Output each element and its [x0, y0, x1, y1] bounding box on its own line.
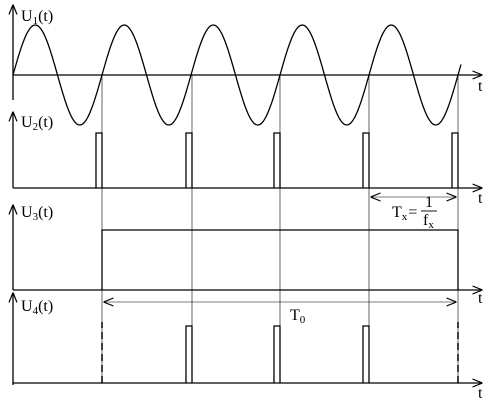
u3-t-label: t: [478, 290, 483, 307]
time-axes: [13, 75, 482, 383]
t0-dimension: T0: [104, 302, 456, 326]
tx-denominator: fx: [423, 212, 434, 231]
u4-t-label: t: [478, 385, 483, 402]
time-labels: t t t t: [478, 78, 483, 402]
u4-pulses: [101, 322, 459, 383]
u2-label: U2(t): [21, 114, 53, 133]
u3-label: U3(t): [21, 204, 53, 223]
u1-sine-wave: [12, 24, 462, 126]
u4-pulse-3: [362, 325, 370, 383]
u2-pulse-2: [185, 132, 193, 188]
u2-t-label: t: [478, 190, 483, 207]
tx-numerator: 1: [425, 194, 433, 211]
u2-pulse-5: [451, 132, 459, 188]
u2-pulse-1: [95, 132, 103, 188]
u1-t-label: t: [478, 78, 483, 95]
tx-dimension: Tx= 1 fx: [371, 194, 456, 231]
u4-pulse-2: [273, 325, 281, 383]
u4-pulse-1: [185, 325, 193, 383]
t0-label: T0: [290, 307, 306, 326]
u3-gate-pulse: [101, 229, 459, 290]
tx-label: Tx=: [392, 204, 417, 223]
u1-label: U1(t): [21, 8, 53, 27]
u2-pulse-3: [273, 132, 281, 188]
u2-pulse-4: [362, 132, 370, 188]
u2-pulses: [95, 132, 459, 188]
u4-label: U4(t): [21, 298, 53, 317]
row-labels: U1(t) U2(t) U3(t) U4(t): [21, 8, 53, 317]
